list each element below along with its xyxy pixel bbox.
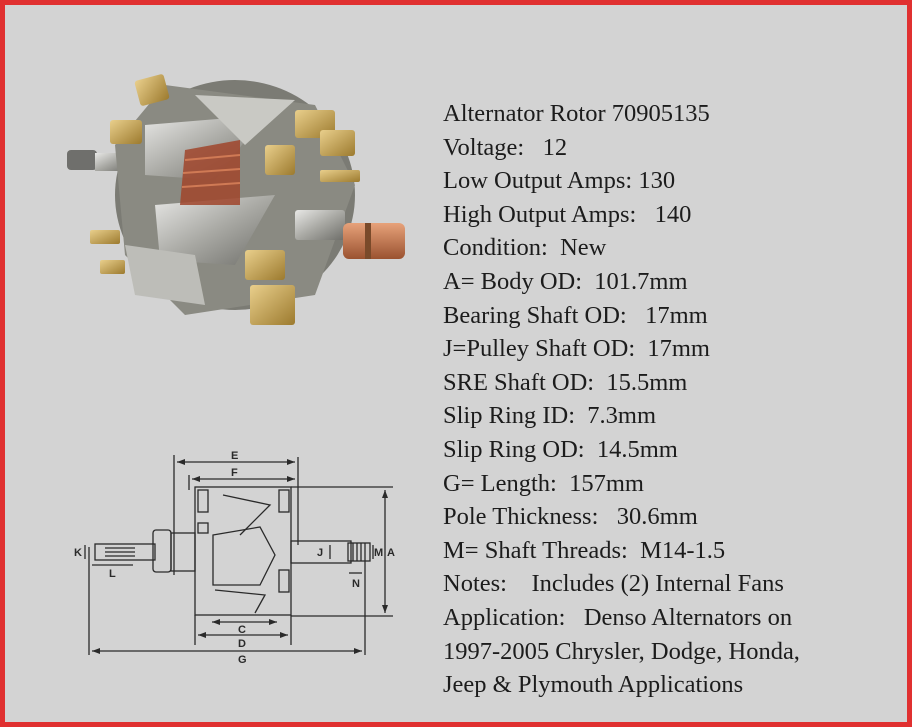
- spec-shaft-threads: M= Shaft Threads: M14-1.5: [443, 536, 726, 564]
- spec-high-output: High Output Amps: 140: [443, 200, 692, 228]
- spec-application-cont-2: Jeep & Plymouth Applications: [443, 671, 744, 699]
- spec-notes: Notes: Includes (2) Internal Fans: [443, 570, 784, 598]
- spec-sheet: E F A J M N K L C D G Alternator Rotor 7…: [5, 5, 907, 722]
- spec-pole-thickness: Pole Thickness: 30.6mm: [443, 503, 698, 531]
- spec-low-output: Low Output Amps: 130: [443, 167, 676, 195]
- spec-bearing-shaft-od: Bearing Shaft OD: 17mm: [443, 301, 708, 329]
- spec-voltage: Voltage: 12: [443, 133, 568, 161]
- dim-label-g: G: [238, 654, 247, 666]
- spec-length: G= Length: 157mm: [443, 469, 644, 497]
- spec-slip-ring-id: Slip Ring ID: 7.3mm: [443, 402, 657, 430]
- rotor-photo: [67, 74, 405, 325]
- dim-label-e: E: [231, 450, 238, 462]
- spec-application: Application: Denso Alternators on: [443, 603, 793, 631]
- dim-label-a: A: [387, 547, 395, 559]
- dim-label-k: K: [74, 547, 82, 559]
- spec-body-od: A= Body OD: 101.7mm: [443, 267, 688, 295]
- spec-slip-ring-od: Slip Ring OD: 14.5mm: [443, 435, 678, 463]
- spec-title: Alternator Rotor 70905135: [443, 100, 710, 127]
- dim-label-j: J: [317, 547, 323, 559]
- spec-pulley-shaft-od: J=Pulley Shaft OD: 17mm: [443, 335, 710, 363]
- spec-list: Alternator Rotor 70905135 Voltage: 12 Lo…: [443, 97, 800, 702]
- dim-label-c: C: [238, 624, 246, 636]
- dim-label-f: F: [231, 467, 238, 479]
- dim-label-n: N: [352, 578, 360, 590]
- spec-condition: Condition: New: [443, 234, 607, 262]
- spec-application-cont-1: 1997-2005 Chrysler, Dodge, Honda,: [443, 637, 800, 665]
- dim-label-m: M: [374, 547, 383, 559]
- dim-label-d: D: [238, 638, 246, 650]
- dim-label-l: L: [109, 568, 116, 580]
- dimension-diagram: E F A J M N K L C D G: [74, 450, 395, 666]
- spec-sre-shaft-od: SRE Shaft OD: 15.5mm: [443, 368, 688, 396]
